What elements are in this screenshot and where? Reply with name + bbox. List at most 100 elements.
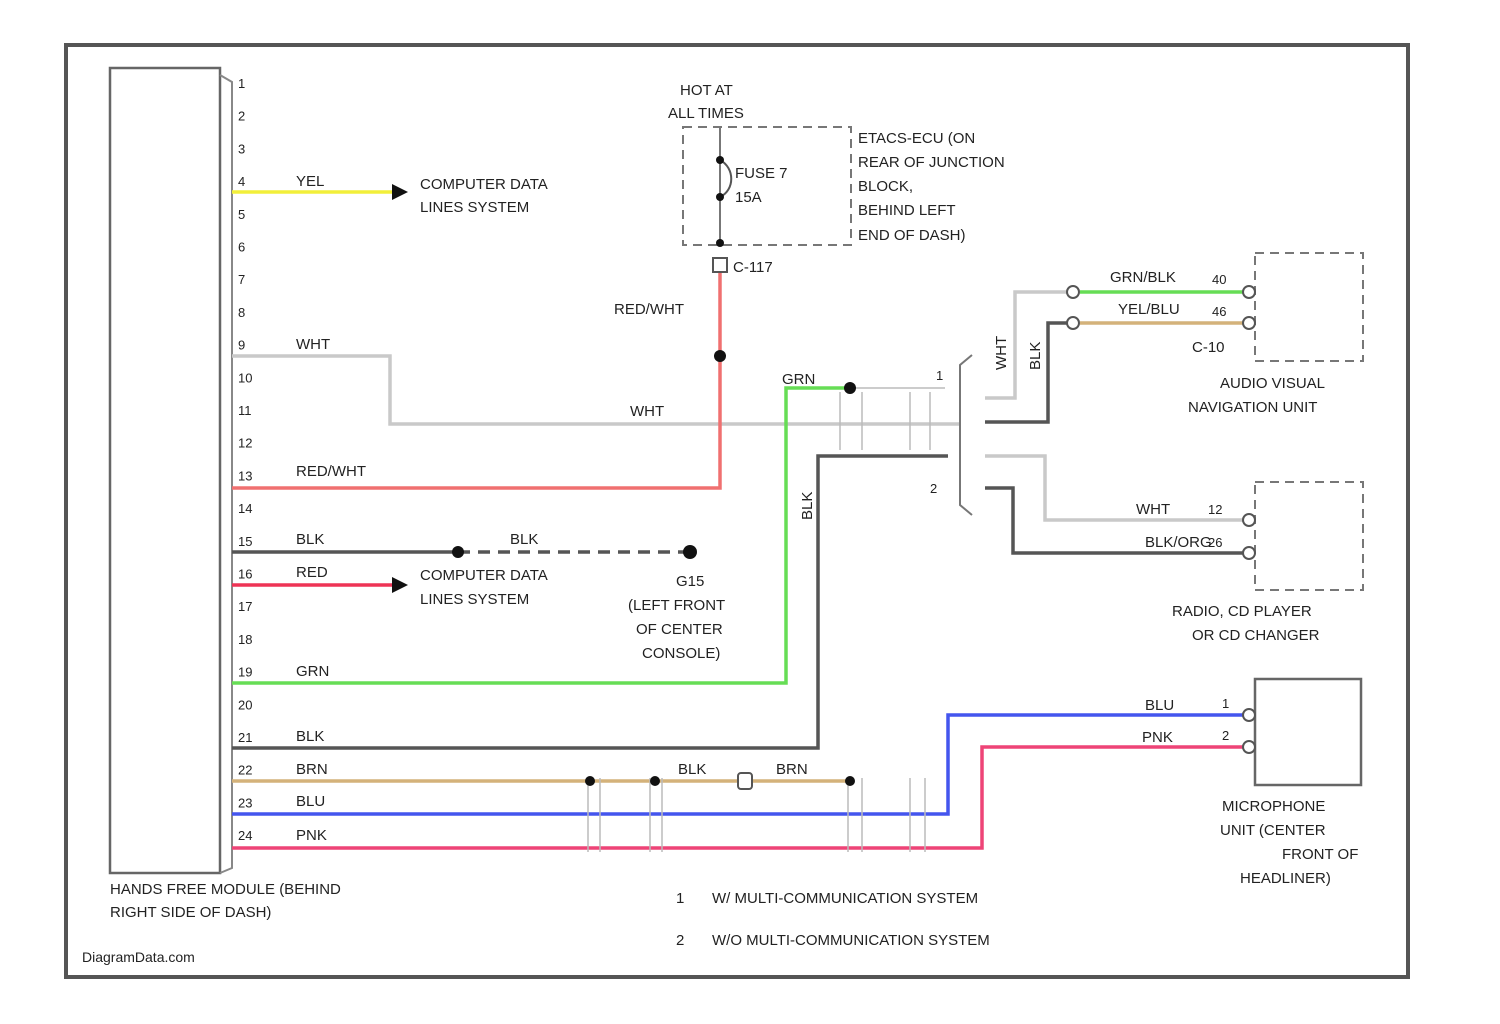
arrow-computer-data-2 [392,577,408,593]
module-name-line2: RIGHT SIDE OF DASH) [110,904,271,921]
ground-g15-dot [683,545,697,559]
legend-text-2: W/O MULTI-COMMUNICATION SYSTEM [712,932,990,949]
block-line5: END OF DASH) [858,227,966,244]
label-pin13: RED/WHT [296,463,366,480]
mic-terminal-1 [1243,709,1255,721]
junction-dot-fuse [714,350,726,362]
fuse-terminal-out [716,239,724,247]
label-pin9: WHT [296,336,330,353]
block-line4: BEHIND LEFT [858,202,956,219]
ground-label-line2: (LEFT FRONT [628,597,725,614]
module-pin-18: 18 [238,632,252,647]
fuse-7-icon [720,160,731,197]
junction-dot-brn-1 [585,776,595,786]
module-pin-9: 9 [238,338,245,353]
label-pin22: BRN [296,761,328,778]
computer-data-2-line2: LINES SYSTEM [420,591,529,608]
fuse-label: FUSE 7 [735,165,788,182]
label-brn-after: BRN [776,761,808,778]
module-pin-15: 15 [238,534,252,549]
computer-data-1-line1: COMPUTER DATA [420,176,548,193]
computer-data-1-line2: LINES SYSTEM [420,199,529,216]
module-pin-13: 13 [238,468,252,483]
hot-at-line2: ALL TIMES [668,105,744,122]
av-terminal-40 [1243,286,1255,298]
av-inline-terminal-2 [1067,317,1079,329]
label-white-run: WHT [630,403,664,420]
label-av-wht: WHT [993,336,1010,370]
ground-label-line4: CONSOLE) [642,645,720,662]
legend-num-2: 2 [676,932,684,949]
module-pin-8: 8 [238,305,245,320]
mic-name-line4: HEADLINER) [1240,870,1331,887]
label-pin15: BLK [296,531,324,548]
mic-name-line1: MICROPHONE [1222,798,1325,815]
ground-label-line1: G15 [676,573,704,590]
module-pin-11: 11 [238,403,252,418]
label-pin21: BLK [296,728,324,745]
wire-grn-pin19 [232,388,850,683]
hot-at-line1: HOT AT [680,82,733,99]
module-pin-1: 1 [238,76,245,91]
label-radio-pin1: WHT [1136,501,1170,518]
radio-terminal-12 [1243,514,1255,526]
label-pin24: PNK [296,827,327,844]
module-pin-5: 5 [238,207,245,222]
label-mic-pin2: PNK [1142,729,1173,746]
watermark: DiagramData.com [82,949,195,965]
av-navigation-unit-box [1255,253,1363,361]
block-line1: ETACS-ECU (ON [858,130,975,147]
junction-dot-blk [452,546,464,558]
radio-name-line2: OR CD CHANGER [1192,627,1320,644]
microphone-unit-box [1255,679,1361,785]
module-pin-24: 24 [238,828,252,843]
legend-num-1: 1 [676,890,684,907]
label-pin23: BLU [296,793,325,810]
module-pin-20: 20 [238,697,252,712]
mic-terminal-2 [1243,741,1255,753]
junction-dot-grn [844,382,856,394]
label-pin19: GRN [296,663,329,680]
arrow-computer-data-1 [392,184,408,200]
fuse-terminal-top [716,156,724,164]
splice-option-1: 1 [936,368,943,383]
fuse-terminal-bottom [716,193,724,201]
module-name-line1: HANDS FREE MODULE (BEHIND [110,881,341,898]
module-pin-6: 6 [238,240,245,255]
module-pin-3: 3 [238,141,245,156]
mic-pin-2: 2 [1222,728,1229,743]
junction-block-box [683,127,851,245]
label-blk-vertical: BLK [799,492,816,520]
label-blk-connector: BLK [678,761,706,778]
ground-label-line3: OF CENTER [636,621,723,638]
label-grn-splice: GRN [782,371,815,388]
label-pin4: YEL [296,173,324,190]
radio-pin-26: 26 [1208,535,1222,550]
block-line2: REAR OF JUNCTION [858,154,1005,171]
module-pin-23: 23 [238,795,252,810]
module-pin-16: 16 [238,567,252,582]
label-av-blk: BLK [1027,342,1044,370]
junction-dot-brn-2 [650,776,660,786]
av-pin-40: 40 [1212,272,1226,287]
hands-free-module-box [110,68,220,873]
wire-radio-wht [985,456,1243,520]
av-name-line1: AUDIO VISUAL [1220,375,1325,392]
wire-blu-pin23 [232,715,1243,814]
module-connector-edge [220,75,232,873]
diagram-frame [66,45,1408,977]
module-pin-10: 10 [238,370,252,385]
module-pin-21: 21 [238,730,252,745]
module-pin-4: 4 [238,174,245,189]
wire-blk-pin21 [232,456,948,748]
inline-connector [738,773,752,789]
computer-data-2-line1: COMPUTER DATA [420,567,548,584]
av-pin-46: 46 [1212,304,1226,319]
splice-option-2: 2 [930,481,937,496]
mic-name-line3: FRONT OF [1282,846,1358,863]
label-av-pin2: YEL/BLU [1118,301,1180,318]
label-av-pin1: GRN/BLK [1110,269,1176,286]
radio-terminal-26 [1243,547,1255,559]
module-pin-22: 22 [238,763,252,778]
